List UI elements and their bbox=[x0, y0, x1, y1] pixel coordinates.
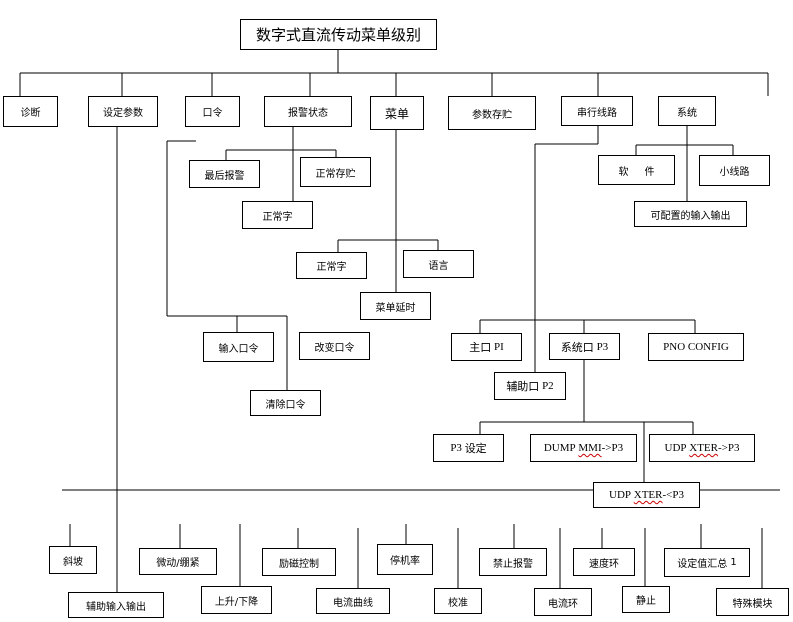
node-udp-xter-to-p3-b: XTER bbox=[689, 442, 718, 454]
node-dump-mmi-p3-c: ->P3 bbox=[601, 442, 624, 454]
node-menu-label: 菜单 bbox=[384, 106, 409, 121]
node-udp-xter-from-p3-c: -<P3 bbox=[662, 489, 684, 501]
node-menu-delay: 菜单延时 bbox=[360, 292, 431, 320]
node-ramp-label: 斜坡 bbox=[63, 556, 83, 568]
node-main-pi-label: 主口 bbox=[469, 342, 492, 354]
node-last-alarm-label: 最后报警 bbox=[204, 170, 245, 182]
node-aux-p2-label: 辅助口 bbox=[506, 381, 540, 393]
node-software: 软 件 bbox=[598, 155, 675, 185]
node-change-password-label: 改变口令 bbox=[314, 342, 355, 354]
node-normal-save: 正常存贮 bbox=[300, 157, 371, 187]
node-set-params: 设定参数 bbox=[88, 96, 158, 127]
node-alarm-status-label: 报警状态 bbox=[288, 108, 328, 119]
node-disable-alarm: 禁止报警 bbox=[479, 548, 547, 576]
node-system-label: 系统 bbox=[677, 107, 697, 119]
node-last-alarm: 最后报警 bbox=[189, 160, 260, 188]
node-alarm-normal-word-label: 正常字 bbox=[262, 211, 293, 223]
node-menu: 菜单 bbox=[370, 96, 424, 130]
node-stop-rate-label: 停机率 bbox=[390, 556, 420, 567]
node-enter-password: 输入口令 bbox=[203, 332, 274, 362]
node-aux-io-label: 辅助输入输出 bbox=[86, 601, 146, 613]
node-current-loop: 电流环 bbox=[534, 588, 592, 616]
node-password-label: 口令 bbox=[202, 108, 223, 119]
node-p3-setup-label: 设定 bbox=[464, 443, 487, 455]
node-menu-normal-word-label: 正常字 bbox=[316, 262, 347, 273]
node-speed-loop: 速度环 bbox=[573, 548, 635, 576]
node-dump-mmi-p3-a: DUMP bbox=[543, 442, 576, 454]
node-pno-config-label: PNO CONFIG bbox=[663, 341, 729, 353]
node-setpoint-sum-label: 设定值汇总 bbox=[677, 559, 728, 570]
node-software-label-2: 件 bbox=[644, 166, 655, 178]
node-aux-p2: 辅助口 P2 bbox=[494, 372, 566, 400]
node-standstill: 静止 bbox=[622, 586, 670, 613]
node-dump-mmi-p3: DUMP MMI->P3 bbox=[530, 434, 637, 462]
node-configurable-io: 可配置的输入输出 bbox=[634, 201, 747, 227]
node-pno-config: PNO CONFIG bbox=[648, 333, 744, 361]
node-serial-link-label: 串行线路 bbox=[577, 107, 617, 119]
node-field-control-label: 励磁控制 bbox=[279, 558, 319, 570]
node-main-pi-code: PI bbox=[493, 341, 504, 353]
node-udp-xter-from-p3: UDP XTER-<P3 bbox=[593, 482, 700, 508]
node-menu-delay-label: 菜单延时 bbox=[375, 302, 416, 314]
node-configurable-io-label: 可配置的输入输出 bbox=[650, 210, 731, 222]
node-setpoint-sum-number: 1 bbox=[730, 557, 737, 568]
node-software-label-1: 软 bbox=[618, 166, 629, 178]
node-speed-loop-label: 速度环 bbox=[589, 558, 619, 570]
node-serial-link: 串行线路 bbox=[561, 96, 633, 126]
node-clear-password-label: 清除口令 bbox=[265, 399, 306, 411]
node-field-control: 励磁控制 bbox=[262, 548, 336, 576]
node-menu-normal-word: 正常字 bbox=[296, 252, 367, 279]
node-udp-xter-from-p3-b: XTER bbox=[633, 489, 663, 501]
node-jog-bind: 微动/绷紧 bbox=[139, 548, 217, 575]
node-aux-io: 辅助输入输出 bbox=[68, 592, 164, 618]
node-system-p3: 系统口 P3 bbox=[549, 333, 620, 360]
node-enter-password-label: 输入口令 bbox=[218, 343, 259, 355]
node-aux-p2-code: P2 bbox=[542, 380, 554, 392]
node-udp-xter-to-p3-c: ->P3 bbox=[718, 442, 740, 454]
node-standstill-label: 静止 bbox=[636, 596, 656, 607]
node-raise-lower: 上升/下降 bbox=[201, 586, 272, 614]
node-calibrate-label: 校准 bbox=[448, 597, 468, 609]
node-system-p3-label: 系统口 bbox=[560, 341, 594, 354]
node-udp-xter-from-p3-a: UDP bbox=[609, 489, 632, 501]
node-udp-xter-to-p3-a: UDP bbox=[664, 442, 687, 454]
node-stop-rate: 停机率 bbox=[377, 544, 433, 575]
node-ramp: 斜坡 bbox=[49, 546, 97, 574]
node-dump-mmi-p3-b: MMI bbox=[578, 442, 602, 454]
node-password: 口令 bbox=[185, 96, 240, 127]
node-p3-setup: P3 设定 bbox=[433, 434, 504, 462]
node-diagnosis: 诊断 bbox=[3, 96, 58, 127]
node-alarm-normal-word: 正常字 bbox=[242, 201, 313, 229]
node-setpoint-sum: 设定值汇总 1 bbox=[664, 548, 750, 577]
node-current-curve-label: 电流曲线 bbox=[333, 597, 373, 609]
node-language: 语言 bbox=[403, 250, 474, 278]
diagram-title: 数字式直流传动菜单级别 bbox=[240, 19, 437, 50]
node-clear-password: 清除口令 bbox=[250, 390, 321, 416]
node-system: 系统 bbox=[658, 96, 716, 126]
node-udp-xter-to-p3: UDP XTER->P3 bbox=[649, 434, 755, 462]
node-param-save: 参数存贮 bbox=[448, 96, 536, 130]
node-raise-lower-label: 上升/下降 bbox=[214, 596, 259, 608]
node-main-pi: 主口 PI bbox=[451, 333, 522, 361]
node-calibrate: 校准 bbox=[434, 588, 482, 614]
node-p3-setup-code: P3 bbox=[450, 442, 462, 454]
node-mini-link-label: 小线路 bbox=[719, 167, 750, 178]
diagram-title-text: 数字式直流传动菜单级别 bbox=[255, 26, 421, 44]
node-alarm-status: 报警状态 bbox=[264, 96, 352, 127]
node-diagnosis-label: 诊断 bbox=[20, 108, 41, 119]
node-jog-bind-label: 微动/绷紧 bbox=[156, 558, 200, 569]
node-mini-link: 小线路 bbox=[699, 155, 770, 186]
node-set-params-label: 设定参数 bbox=[103, 108, 143, 119]
node-special-blocks-label: 特殊模块 bbox=[732, 598, 773, 610]
node-disable-alarm-label: 禁止报警 bbox=[493, 558, 533, 570]
node-language-label: 语言 bbox=[428, 260, 449, 272]
node-normal-save-label: 正常存贮 bbox=[315, 168, 356, 180]
node-special-blocks: 特殊模块 bbox=[716, 588, 789, 616]
node-system-p3-code: P3 bbox=[596, 340, 609, 353]
node-current-curve: 电流曲线 bbox=[316, 588, 390, 614]
node-change-password: 改变口令 bbox=[299, 332, 370, 360]
node-current-loop-label: 电流环 bbox=[548, 598, 578, 610]
node-param-save-label: 参数存贮 bbox=[472, 109, 512, 121]
